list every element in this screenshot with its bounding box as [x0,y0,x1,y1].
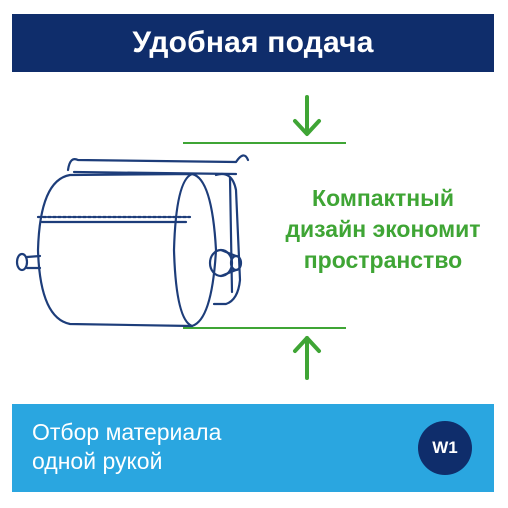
footer-caption: Отбор материала одной рукой [32,418,221,476]
page-title: Удобная подача [132,26,374,59]
dispenser-illustration [15,95,346,380]
footer-line: одной рукой [32,448,163,474]
system-badge: W1 [418,421,472,475]
arrow-down-icon [293,95,321,136]
callout-line: Компактный [312,185,454,211]
footer-banner: Отбор материала одной рукой W1 [12,404,494,492]
compact-design-callout: Компактный дизайн экономит пространство [258,183,508,276]
callout-line: дизайн экономит [285,216,481,242]
badge-label: W1 [432,438,458,457]
arrow-up-icon [293,336,321,380]
footer-line: Отбор материала [32,419,222,445]
callout-line: пространство [303,247,463,273]
paper-roll-dispenser-icon [15,154,250,328]
header-banner: Удобная подача [12,14,494,72]
